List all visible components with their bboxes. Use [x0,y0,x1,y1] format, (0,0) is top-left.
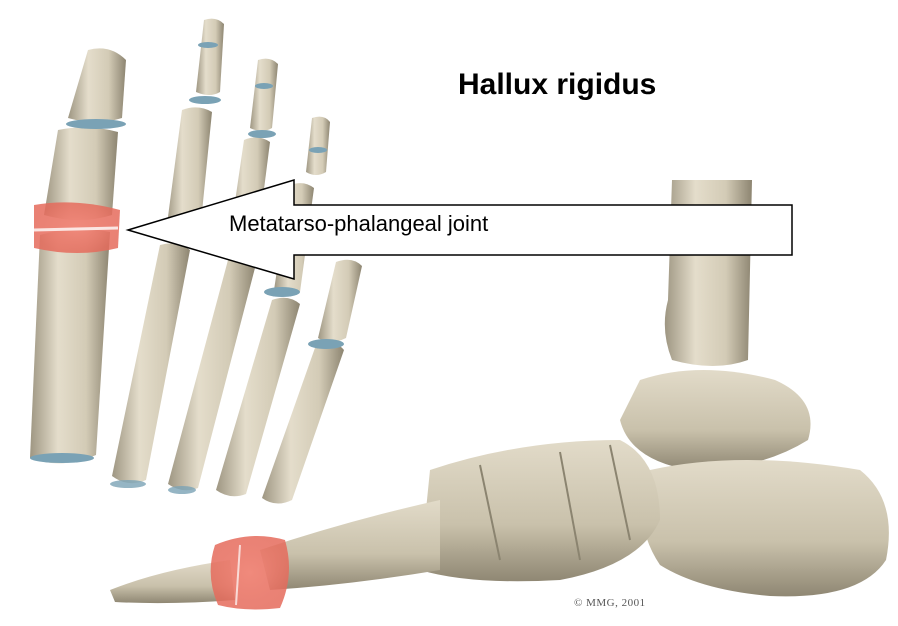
talus [620,370,811,470]
arrow-label: Metatarso-phalangeal joint [229,211,488,237]
title: Hallux rigidus [458,68,656,102]
big-toe-ip-cartilage [66,119,126,129]
calcaneus [642,460,889,596]
big-toe-distal-phalanx [68,48,126,122]
first-metatarsal [30,229,110,463]
copyright: © MMG, 2001 [574,597,646,609]
inflamed-mtp-joint-side [211,536,289,609]
forefoot-top-view [30,19,362,504]
